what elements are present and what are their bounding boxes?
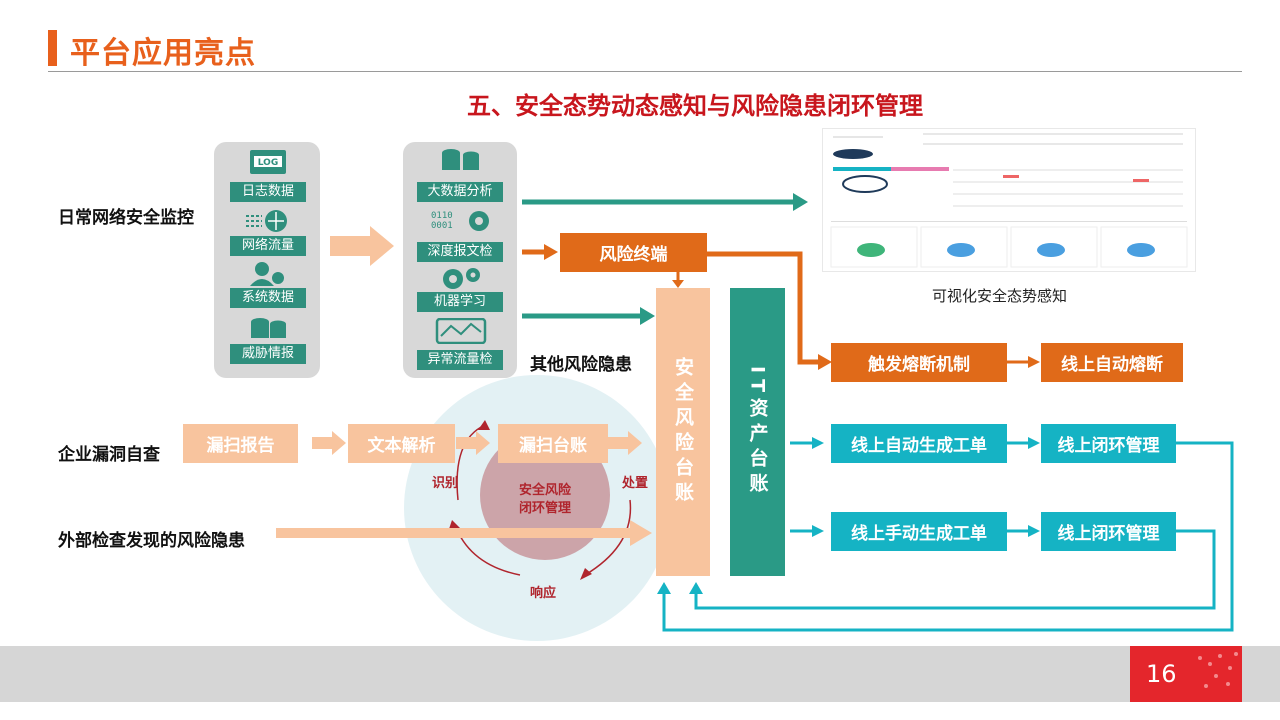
cycle-arrow-dispose bbox=[584, 499, 632, 576]
threat-db-icon bbox=[251, 318, 286, 338]
trigger-fuse-box: 触发熔断机制 bbox=[831, 343, 1007, 382]
source-label-log: 日志数据 bbox=[230, 182, 306, 202]
it-asset-ledger: IT资产台账 bbox=[730, 288, 785, 576]
svg-text:LOG: LOG bbox=[258, 158, 278, 168]
log-icon: LOG bbox=[250, 150, 286, 174]
source-label-network: 网络流量 bbox=[230, 236, 306, 256]
closed-loop-box-2: 线上闭环管理 bbox=[1041, 512, 1176, 551]
vuln-scan-report-box: 漏扫报告 bbox=[183, 424, 298, 463]
manual-ticket-box: 线上手动生成工单 bbox=[831, 512, 1007, 551]
header-divider bbox=[48, 71, 1242, 72]
vuln-ledger-box: 漏扫台账 bbox=[498, 424, 608, 463]
dashboard-screenshot bbox=[822, 128, 1196, 272]
security-risk-ledger: 安全风险台账 bbox=[656, 288, 710, 576]
cycle-center-label: 安全风险 闭环管理 bbox=[518, 483, 571, 516]
method-label-dpi: 深度报文检 bbox=[417, 242, 503, 262]
binary-icon: 0110 0001 bbox=[431, 211, 489, 231]
network-icon bbox=[246, 210, 287, 232]
cycle-label-respond: 响应 bbox=[530, 586, 557, 601]
source-label-threat: 威胁情报 bbox=[230, 344, 306, 364]
source-label-system: 系统数据 bbox=[230, 288, 306, 308]
svg-text:0110: 0110 bbox=[431, 211, 453, 221]
row-label-vuln-check: 企业漏洞自查 bbox=[58, 445, 160, 465]
waveform-icon bbox=[435, 318, 487, 344]
cycle-label-dispose: 处置 bbox=[622, 476, 649, 491]
page-number: 16 bbox=[1130, 646, 1242, 702]
auto-ticket-box: 线上自动生成工单 bbox=[831, 424, 1007, 463]
dashboard-mock-graphic bbox=[830, 133, 1188, 268]
svg-text:0001: 0001 bbox=[431, 221, 453, 231]
diagram-title: 五、安全态势动态感知与风险隐患闭环管理 bbox=[467, 92, 923, 120]
system-user-icon bbox=[250, 262, 286, 286]
closed-loop-box-1: 线上闭环管理 bbox=[1041, 424, 1176, 463]
database-icon bbox=[442, 149, 479, 170]
risk-terminal-box: 风险终端 bbox=[560, 233, 707, 272]
visualization-caption: 可视化安全态势感知 bbox=[932, 287, 1068, 305]
sources-to-analysis-arrow bbox=[330, 226, 394, 266]
data-sources-panel: LOG 日志数据 网络流量 系统数据 威胁情报 bbox=[214, 142, 320, 378]
page-header-title: 平台应用亮点 bbox=[70, 36, 256, 71]
analysis-methods-panel: 大数据分析 0110 0001 深度报文检 机器学习 异常流量检 bbox=[403, 142, 517, 378]
feedback-loop-inner bbox=[694, 529, 1216, 610]
row-label-external: 外部检查发现的风险隐患 bbox=[58, 531, 245, 551]
method-label-bigdata: 大数据分析 bbox=[417, 182, 503, 202]
arrow-external-to-ledger bbox=[276, 520, 652, 546]
other-risks-label: 其他风险隐患 bbox=[530, 355, 632, 375]
footer-band bbox=[0, 646, 1280, 702]
method-label-anomaly: 异常流量检 bbox=[417, 350, 503, 370]
method-label-ml: 机器学习 bbox=[417, 292, 503, 312]
cycle-arrow-identify bbox=[456, 424, 486, 501]
feedback-loop-outer bbox=[662, 441, 1234, 632]
cycle-label-identify: 识别 bbox=[432, 476, 459, 491]
footer-dot-pattern bbox=[1198, 652, 1238, 688]
arrow-to-fuse bbox=[707, 251, 820, 365]
row-label-monitoring: 日常网络安全监控 bbox=[58, 208, 194, 228]
online-auto-fuse-box: 线上自动熔断 bbox=[1041, 343, 1183, 382]
header-accent-bar bbox=[48, 30, 57, 66]
text-parse-box: 文本解析 bbox=[348, 424, 455, 463]
gears-icon bbox=[443, 268, 480, 289]
